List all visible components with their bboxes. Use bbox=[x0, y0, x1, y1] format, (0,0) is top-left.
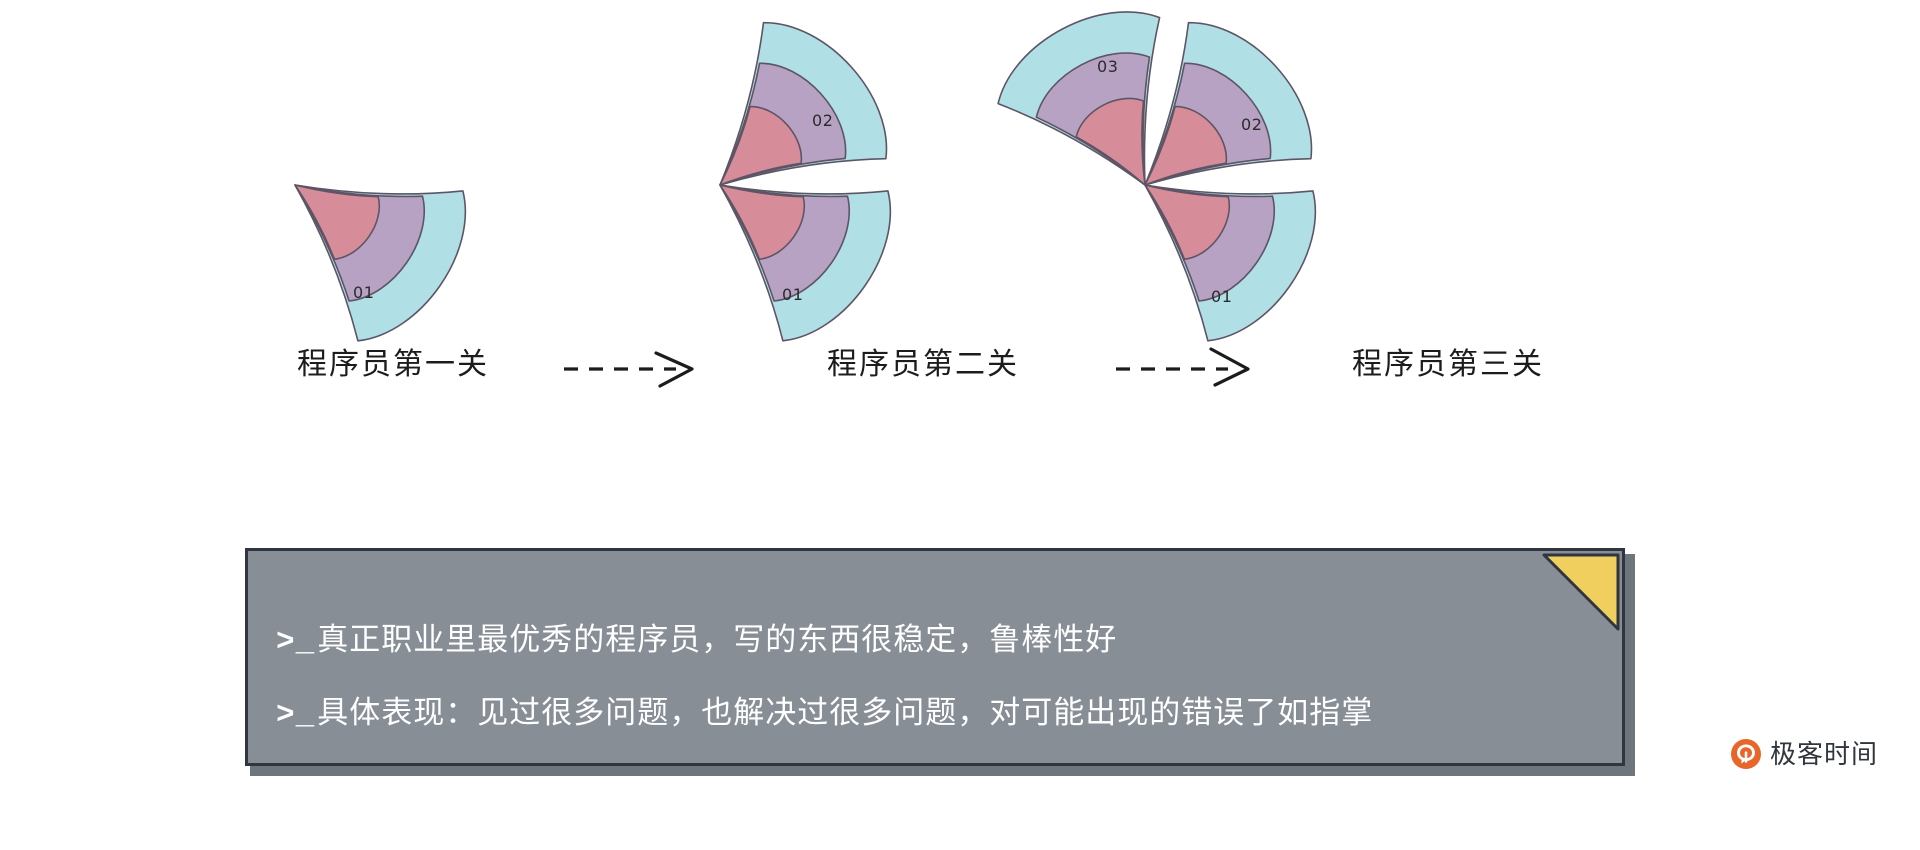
petal-label-02: 02 bbox=[812, 111, 834, 130]
prompt-symbol-1: >_ bbox=[276, 625, 316, 660]
petal-label-03: 03 bbox=[1097, 57, 1119, 76]
petal-label-01: 01 bbox=[353, 283, 375, 302]
flower-stage-1: 01 bbox=[205, 0, 625, 420]
folded-corner-icon bbox=[1542, 553, 1620, 631]
arrow-stage-1-to-2 bbox=[560, 347, 710, 388]
flower-stage-2: 02 01 bbox=[630, 0, 1050, 420]
caption-stage-2: 程序员第二关 bbox=[827, 348, 1019, 381]
message-line-1: >_真正职业里最优秀的程序员，写的东西很稳定，鲁棒性好 bbox=[276, 614, 1117, 660]
flower-stage-3: 03 02 01 bbox=[997, 0, 1475, 420]
petal-label-01: 01 bbox=[1211, 287, 1233, 306]
caption-row: 程序员第一关 程序员第二关 程序员第三关 bbox=[0, 345, 1920, 415]
flower-diagram-row: 01 02 01 03 02 01 bbox=[0, 0, 1920, 420]
arrow-stage-2-to-3 bbox=[1112, 347, 1262, 387]
message-line-2-text: 具体表现：见过很多问题，也解决过很多问题，对可能出现的错误了如指掌 bbox=[317, 695, 1374, 730]
petal-02-inner bbox=[719, 105, 803, 186]
petal-02-inner bbox=[1144, 105, 1228, 186]
petal-01-inner bbox=[294, 184, 381, 260]
petal-01-inner bbox=[1144, 184, 1231, 260]
message-box: >_真正职业里最优秀的程序员，写的东西很稳定，鲁棒性好 >_具体表现：见过很多问… bbox=[245, 548, 1635, 776]
message-line-2: >_具体表现：见过很多问题，也解决过很多问题，对可能出现的错误了如指掌 bbox=[276, 687, 1373, 733]
prompt-symbol-2: >_ bbox=[276, 698, 316, 733]
petal-03-inner bbox=[1075, 97, 1146, 186]
petal-01-inner bbox=[719, 184, 806, 260]
caption-stage-3: 程序员第三关 bbox=[1352, 348, 1544, 381]
brand-logo: 极客时间 bbox=[1730, 738, 1878, 770]
petal-label-02: 02 bbox=[1241, 115, 1263, 134]
message-line-1-text: 真正职业里最优秀的程序员，写的东西很稳定，鲁棒性好 bbox=[317, 622, 1118, 657]
message-box-body: >_真正职业里最优秀的程序员，写的东西很稳定，鲁棒性好 >_具体表现：见过很多问… bbox=[245, 548, 1625, 766]
stage-2-petals: 02 01 bbox=[719, 21, 892, 342]
caption-stage-1: 程序员第一关 bbox=[297, 348, 489, 381]
stage-3-petals: 03 02 01 bbox=[997, 11, 1317, 342]
brand-name: 极客时间 bbox=[1770, 739, 1879, 769]
stage-1-petals: 01 bbox=[294, 184, 467, 342]
petal-label-01: 01 bbox=[782, 285, 804, 304]
geektime-mark-icon bbox=[1731, 739, 1761, 769]
